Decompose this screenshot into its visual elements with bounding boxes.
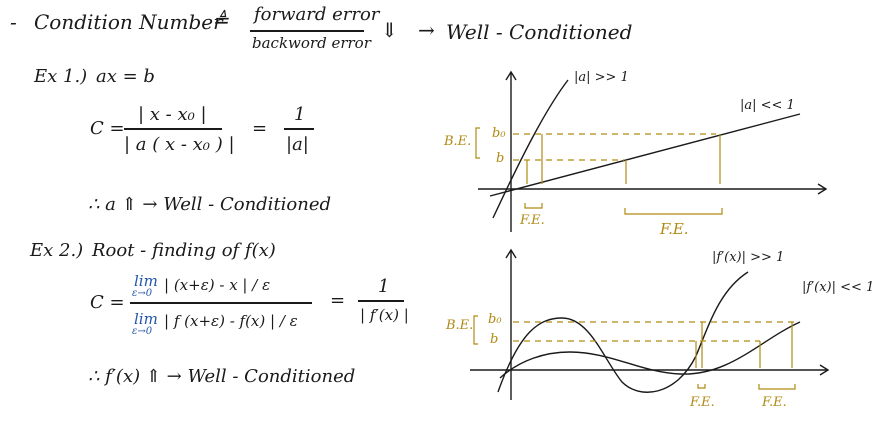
ex2-equals: =	[330, 290, 346, 311]
ex1-c-prefix: C =	[90, 118, 125, 139]
ex1-c-numerator: | x - x₀ |	[138, 104, 207, 125]
ex1-c-fraction-bar	[124, 128, 222, 130]
graph2-be-label: B.E.	[446, 318, 474, 333]
graph1-steep-line	[492, 79, 569, 219]
graph1-shallow-line	[489, 113, 801, 197]
bullet-dash: -	[10, 10, 17, 34]
graph2-shallow-curve	[499, 321, 801, 379]
graph1-fe-bracket2	[624, 208, 723, 215]
defined-as-symbol: ≜	[212, 8, 229, 32]
heading-result: Well - Conditioned	[446, 20, 633, 44]
ex1-conclusion: ∴ a ⇑ → Well - Conditioned	[88, 194, 332, 215]
graph1-fe-bracket1	[524, 203, 543, 209]
graph1-b-label: b	[496, 151, 505, 166]
graph2-be-bracket	[473, 315, 478, 345]
ex2-c-denominator: | f (x+ε) - f(x) | / ε	[164, 312, 298, 330]
ex1-equation: ax = b	[96, 66, 155, 87]
ex1-result-bar	[284, 128, 314, 130]
graph2-steep-curve	[497, 271, 749, 393]
graph1-steep-label: |a| >> 1	[574, 70, 629, 85]
ex2-result-denominator: | f′(x) |	[360, 306, 409, 324]
ex2-c-prefix: C =	[90, 292, 125, 313]
graph2-y-arrowhead	[505, 248, 517, 259]
ex2-title: Root - finding of f(x)	[92, 240, 276, 261]
forward-error-label: forward error	[254, 4, 380, 25]
graph2-b-label: b	[490, 332, 499, 347]
ex1-c-denominator: | a ( x - x₀ ) |	[124, 134, 235, 155]
backward-error-label: backword error	[252, 34, 371, 52]
graph2-fe-bracket1	[697, 384, 706, 389]
ex2-num-limit-sub: ε→0	[132, 288, 153, 299]
ex1-equals: =	[252, 118, 268, 139]
ex1-label: Ex 1.)	[34, 66, 88, 87]
ex2-c-numerator: | (x+ε) - x | / ε	[164, 276, 271, 294]
graph1-shallow-label: |a| << 1	[740, 98, 795, 113]
ex1-result-numerator: 1	[294, 104, 306, 125]
ex1-result-denominator: |a|	[286, 134, 309, 155]
ex2-den-limit: lim	[134, 310, 158, 328]
graph2-fe2-label: F.E.	[762, 395, 787, 410]
condition-number-title: Condition Number	[34, 10, 223, 34]
ex2-den-limit-sub: ε→0	[132, 326, 153, 337]
ex2-conclusion: ∴ f′(x) ⇑ → Well - Conditioned	[88, 366, 356, 387]
ex2-result-bar	[358, 300, 404, 302]
graph1-b0-label: b₀	[492, 126, 506, 141]
graph1-y-arrowhead	[505, 70, 517, 81]
graph1-fe1-label: F.E.	[520, 213, 545, 228]
graph1-fe2-label: F.E.	[660, 220, 689, 238]
ex2-result-numerator: 1	[378, 276, 390, 297]
ex2-c-fraction-bar	[130, 302, 312, 304]
graph2-fe-bracket2	[758, 384, 796, 390]
graph2-fe1-label: F.E.	[690, 395, 715, 410]
graph2-b0-label: b₀	[488, 312, 502, 327]
graph1-be-label: B.E.	[444, 134, 472, 149]
ex2-num-limit: lim	[134, 272, 158, 290]
heading-arrow: →	[418, 18, 435, 42]
graph2-shallow-label: |f′(x)| << 1	[802, 280, 875, 295]
graph2-x-arrowhead	[819, 364, 830, 376]
graph2-steep-label: |f′(x)| >> 1	[712, 250, 785, 265]
double-down-arrow: ⇓	[381, 18, 398, 42]
ex2-label: Ex 2.)	[30, 240, 84, 261]
graph1-x-arrowhead	[817, 183, 828, 195]
graph1-be-bracket	[475, 127, 480, 159]
heading-fraction-bar	[250, 30, 364, 32]
